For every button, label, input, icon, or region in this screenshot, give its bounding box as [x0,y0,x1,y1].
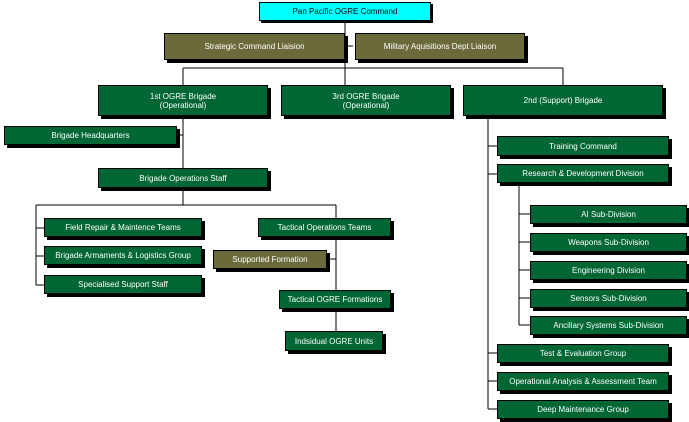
tactical-ogre-formations-box: Tactical OGRE Formations [279,290,391,309]
second-brigade-box: 2nd (Support) Brigade [463,85,663,116]
third-brigade-label: 3rd OGRE Brigade [332,91,400,101]
military-liaison-label: Military Aquisitions Dept Liaison [383,42,497,51]
first-brigade-box: 1st OGRE Brigade (Operational) [98,85,268,116]
test-evaluation-label: Test & Evaluation Group [539,349,627,358]
sensors-subdivision-label: Sensors Sub-Division [570,294,647,303]
supported-formation-label: Supported Formation [232,255,308,264]
third-brigade-box: 3rd OGRE Brigade (Operational) [281,85,451,116]
brigade-armaments-box: Brigade Armaments & Logistics Group [44,246,202,265]
ancillary-systems-box: Ancillary Systems Sub-Division [530,316,687,335]
engineering-division-box: Engineering Division [530,261,687,280]
individual-ogre-units-label: Indsidual OGRE Units [294,336,374,346]
ai-subdivision-label: AI Sub-Division [581,210,636,219]
deep-maintenance-box: Deep Maintenance Group [497,400,669,419]
weapons-subdivision-label: Weapons Sub-Division [568,238,649,247]
strategic-liaison-label: Strategic Command Liaision [204,42,305,51]
deep-maintenance-label: Deep Maintenance Group [537,405,629,414]
engineering-division-label: Engineering Division [572,266,645,275]
pan-pacific-command-box: Pan Pacific OGRE Command [259,2,431,21]
brigade-armaments-label: Brigade Armaments & Logistics Group [55,251,191,260]
tactical-ogre-formations-label: Tactical OGRE Formations [287,295,383,304]
brigade-headquarters-box: Brigade Headquarters [4,126,177,145]
ai-subdivision-box: AI Sub-Division [530,205,687,224]
individual-ogre-units-box: Indsidual OGRE Units [285,331,383,351]
brigade-headquarters-label: Brigade Headquarters [51,131,130,140]
second-brigade-label: 2nd (Support) Brigade [523,96,603,105]
training-command-box: Training Command [497,136,669,156]
sensors-subdivision-box: Sensors Sub-Division [530,289,687,308]
research-development-box: Research & Development Division [497,164,669,183]
field-repair-box: Field Repair & Maintence Teams [44,218,202,237]
first-brigade-label: 1st OGRE Brigade [149,91,217,101]
brigade-operations-staff-label: Brigade Operations Staff [139,173,227,183]
strategic-liaison-box: Strategic Command Liaision [164,33,345,60]
weapons-subdivision-box: Weapons Sub-Division [530,233,687,252]
test-evaluation-box: Test & Evaluation Group [497,344,669,363]
military-liaison-box: Military Aquisitions Dept Liaison [355,33,525,60]
third-brigade-sublabel: (Operational) [342,100,390,110]
tactical-operations-teams-box: Tactical Operations Teams [258,218,391,237]
specialised-support-label: Specialised Support Staff [78,280,168,289]
operational-analysis-box: Operational Analysis & Assessment Team [497,372,669,391]
ancillary-systems-label: Ancillary Systems Sub-Division [553,321,664,330]
tactical-operations-teams-label: Tactical Operations Teams [277,223,372,232]
brigade-operations-staff-box: Brigade Operations Staff [98,168,268,188]
training-command-label: Training Command [549,141,617,151]
research-development-label: Research & Development Division [522,169,644,178]
specialised-support-box: Specialised Support Staff [44,275,202,294]
first-brigade-sublabel: (Operational) [159,100,207,110]
supported-formation-box: Supported Formation [213,250,327,269]
pan-pacific-command-label: Pan Pacific OGRE Command [292,7,398,16]
field-repair-label: Field Repair & Maintence Teams [65,223,181,232]
operational-analysis-label: Operational Analysis & Assessment Team [509,377,657,386]
